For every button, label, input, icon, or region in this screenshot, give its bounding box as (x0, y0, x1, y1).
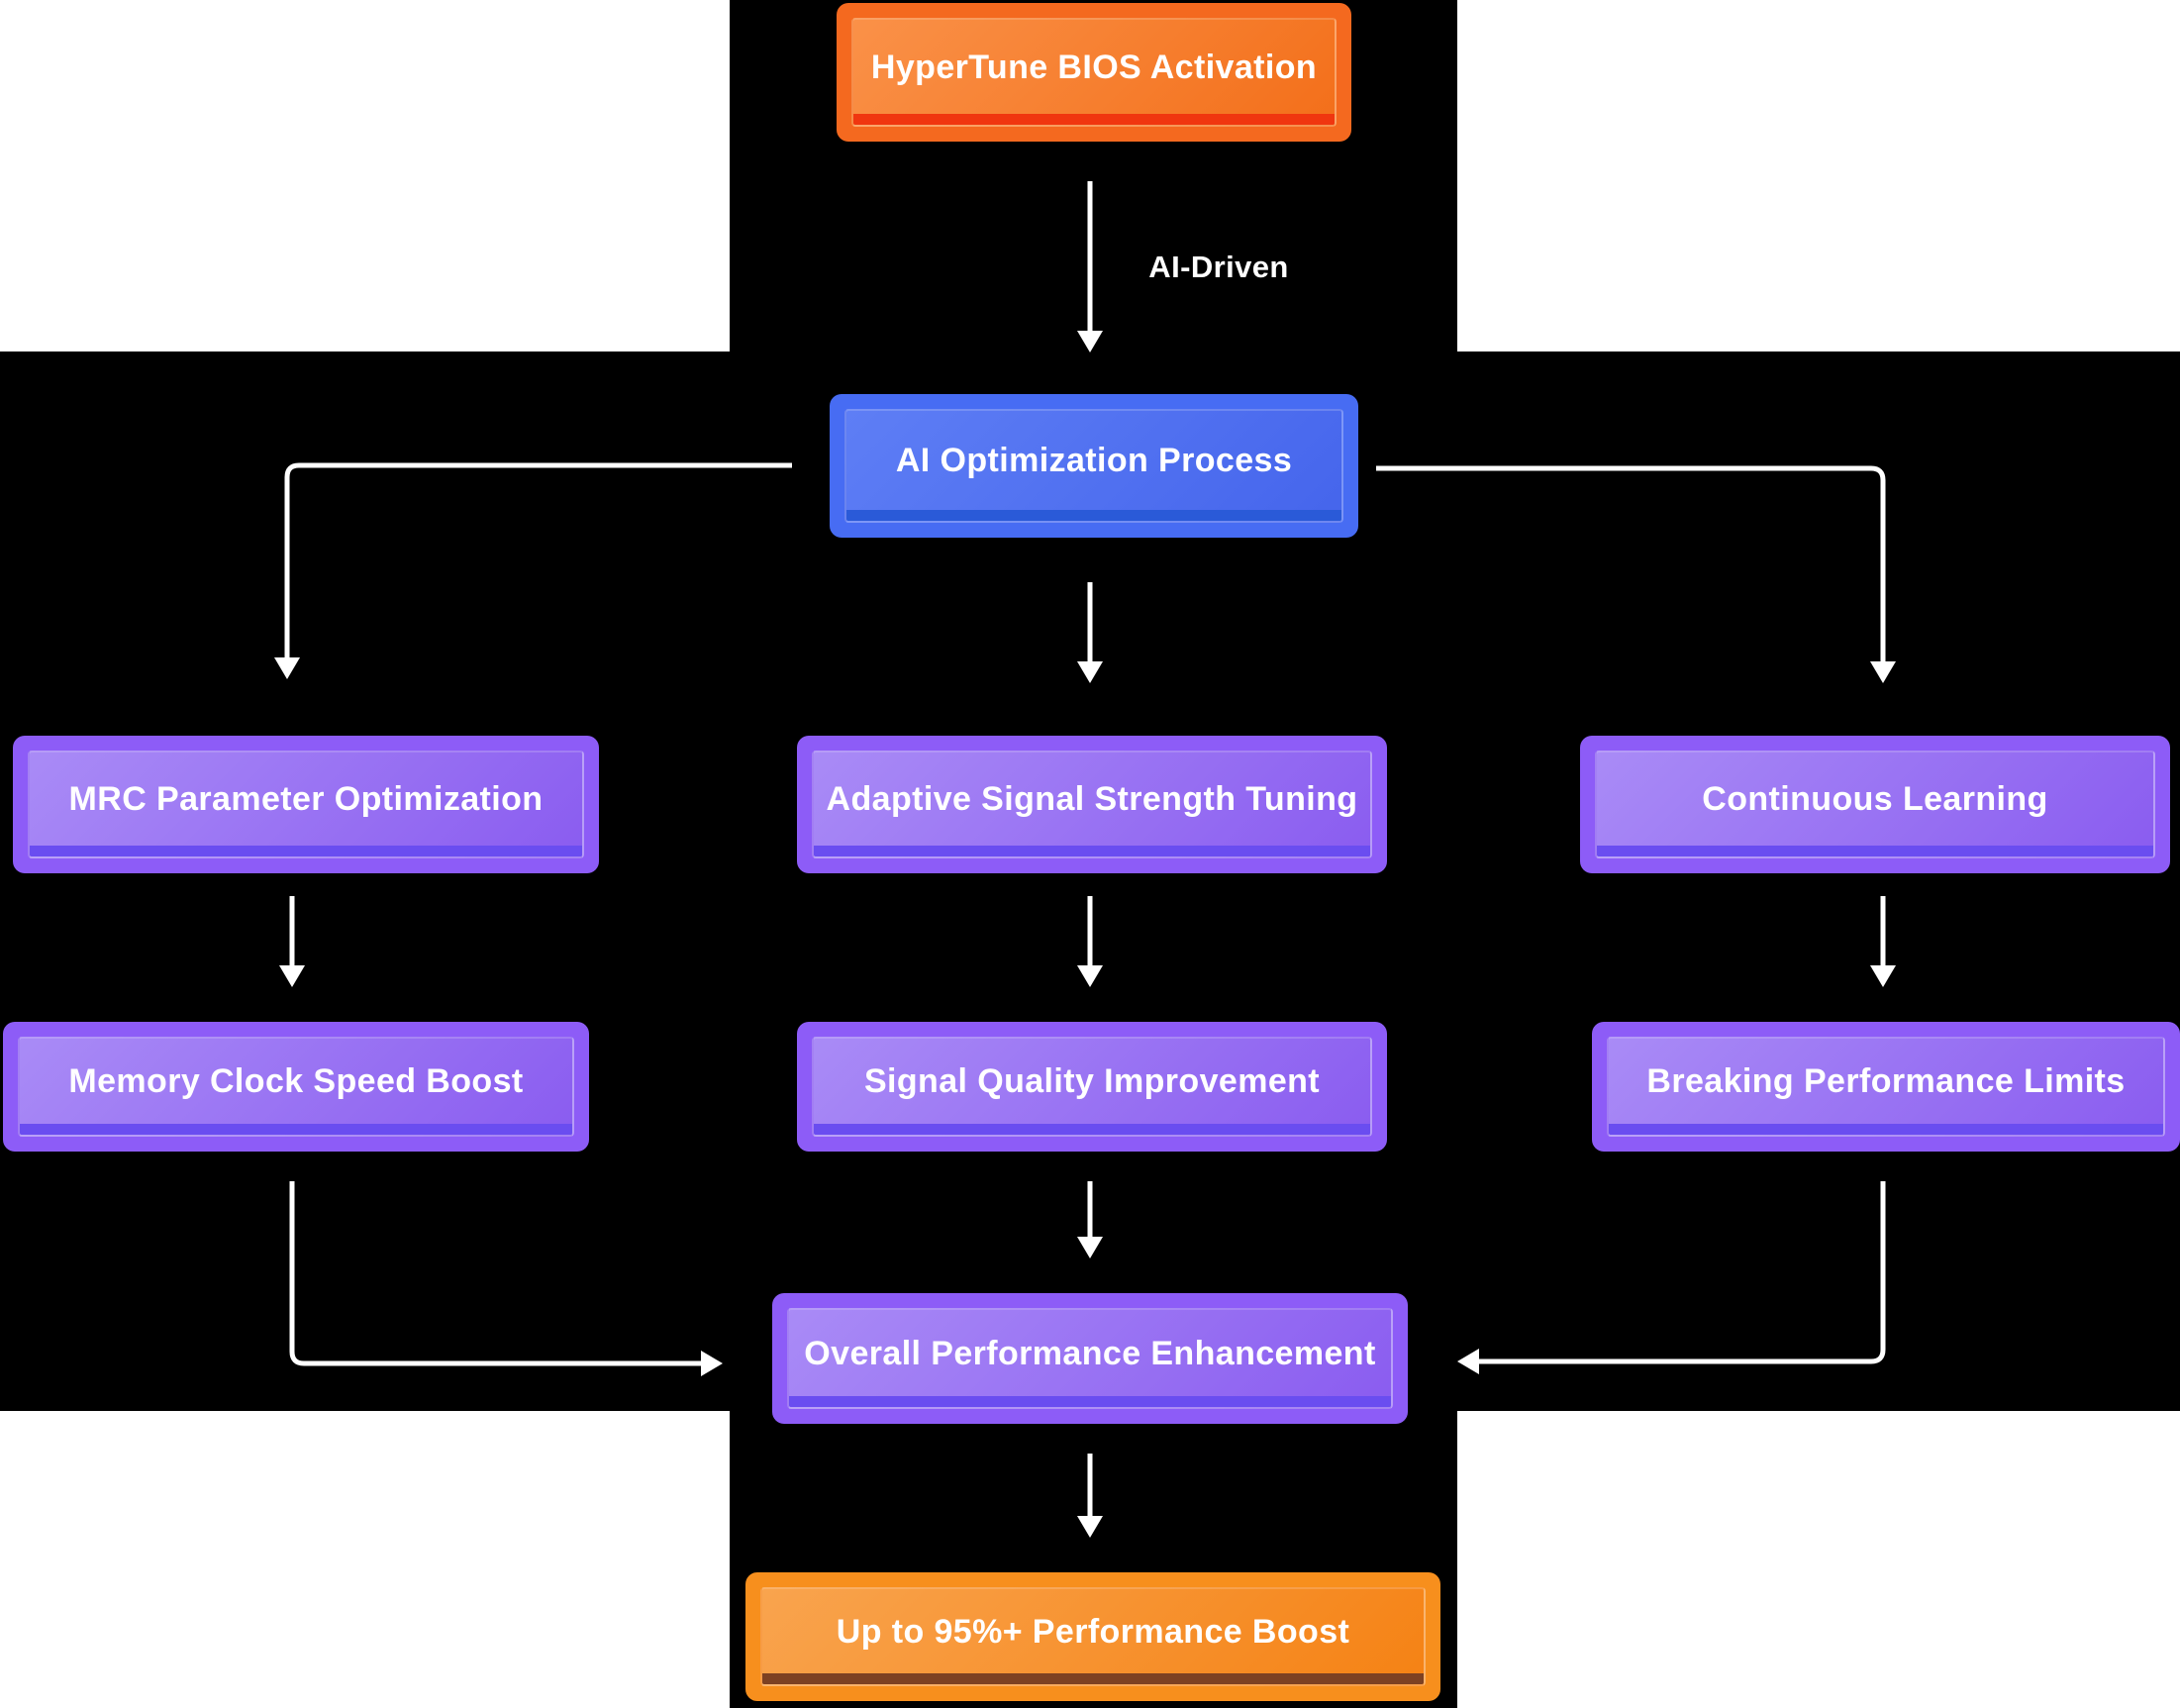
node-inner: Adaptive Signal Strength Tuning (812, 751, 1372, 858)
node-memory-clock-speed-boost: Memory Clock Speed Boost (3, 1022, 589, 1152)
node-inner: Overall Performance Enhancement (787, 1308, 1393, 1409)
edge-aiprocess-to-adaptive (1077, 582, 1103, 683)
node-label: Overall Performance Enhancement (804, 1334, 1376, 1372)
node-label: Signal Quality Improvement (863, 1062, 1321, 1100)
node-label: Adaptive Signal Strength Tuning (826, 780, 1358, 818)
node-inner: MRC Parameter Optimization (28, 751, 584, 858)
node-accent-strip (1609, 1124, 2163, 1135)
node-accent-strip (789, 1396, 1391, 1407)
edge-aiprocess-to-mrc (274, 462, 792, 679)
node-accent-strip (762, 1673, 1424, 1684)
node-label: Breaking Performance Limits (1646, 1062, 2126, 1100)
node-inner: Continuous Learning (1595, 751, 2155, 858)
node-accent-strip (30, 846, 582, 856)
node-accent-strip (846, 510, 1341, 521)
page-corner-top-right (1457, 0, 2180, 352)
node-ai-optimization-process: AI Optimization Process (830, 394, 1358, 538)
node-accent-strip (20, 1124, 572, 1135)
node-accent-strip (853, 114, 1335, 125)
node-inner: Breaking Performance Limits (1607, 1037, 2165, 1137)
edge-label-ai-driven: AI-Driven (1148, 250, 1289, 284)
node-label: AI Optimization Process (895, 442, 1293, 479)
node-hypertune-bios-activation: HyperTune BIOS Activation (837, 3, 1351, 142)
page-corner-top-left (0, 0, 730, 352)
node-accent-strip (1597, 846, 2153, 856)
node-accent-strip (814, 1124, 1370, 1135)
node-adaptive-signal-strength-tuning: Adaptive Signal Strength Tuning (797, 736, 1387, 873)
edge-breaking-to-overall (1457, 1181, 1886, 1374)
edge-overall-to-boost (1077, 1454, 1103, 1538)
node-inner: AI Optimization Process (844, 409, 1343, 523)
node-label: Continuous Learning (1702, 780, 2048, 818)
edge-adaptive-to-signal (1077, 896, 1103, 987)
node-performance-boost-result: Up to 95%+ Performance Boost (745, 1572, 1440, 1701)
page-corner-bottom-left (0, 1411, 730, 1708)
node-signal-quality-improvement: Signal Quality Improvement (797, 1022, 1387, 1152)
node-inner: Signal Quality Improvement (812, 1037, 1372, 1137)
edge-continuous-to-breaking (1870, 896, 1896, 987)
node-breaking-performance-limits: Breaking Performance Limits (1592, 1022, 2180, 1152)
node-continuous-learning: Continuous Learning (1580, 736, 2170, 873)
node-inner: HyperTune BIOS Activation (851, 18, 1337, 127)
edge-signal-to-overall (1077, 1181, 1103, 1258)
edge-hypertune-to-aiprocess (1077, 181, 1103, 352)
node-overall-performance-enhancement: Overall Performance Enhancement (772, 1293, 1408, 1424)
node-mrc-parameter-optimization: MRC Parameter Optimization (13, 736, 599, 873)
node-label: Up to 95%+ Performance Boost (836, 1612, 1350, 1651)
node-inner: Memory Clock Speed Boost (18, 1037, 574, 1137)
node-label: HyperTune BIOS Activation (870, 48, 1318, 86)
edge-aiprocess-to-continuous (1376, 465, 1896, 683)
node-label: MRC Parameter Optimization (68, 780, 544, 818)
page-corner-bottom-right (1457, 1411, 2180, 1708)
node-label: Memory Clock Speed Boost (68, 1062, 524, 1100)
edge-memory-to-overall (289, 1181, 723, 1376)
node-inner: Up to 95%+ Performance Boost (760, 1587, 1426, 1686)
node-accent-strip (814, 846, 1370, 856)
edge-mrc-to-memory (279, 896, 305, 987)
